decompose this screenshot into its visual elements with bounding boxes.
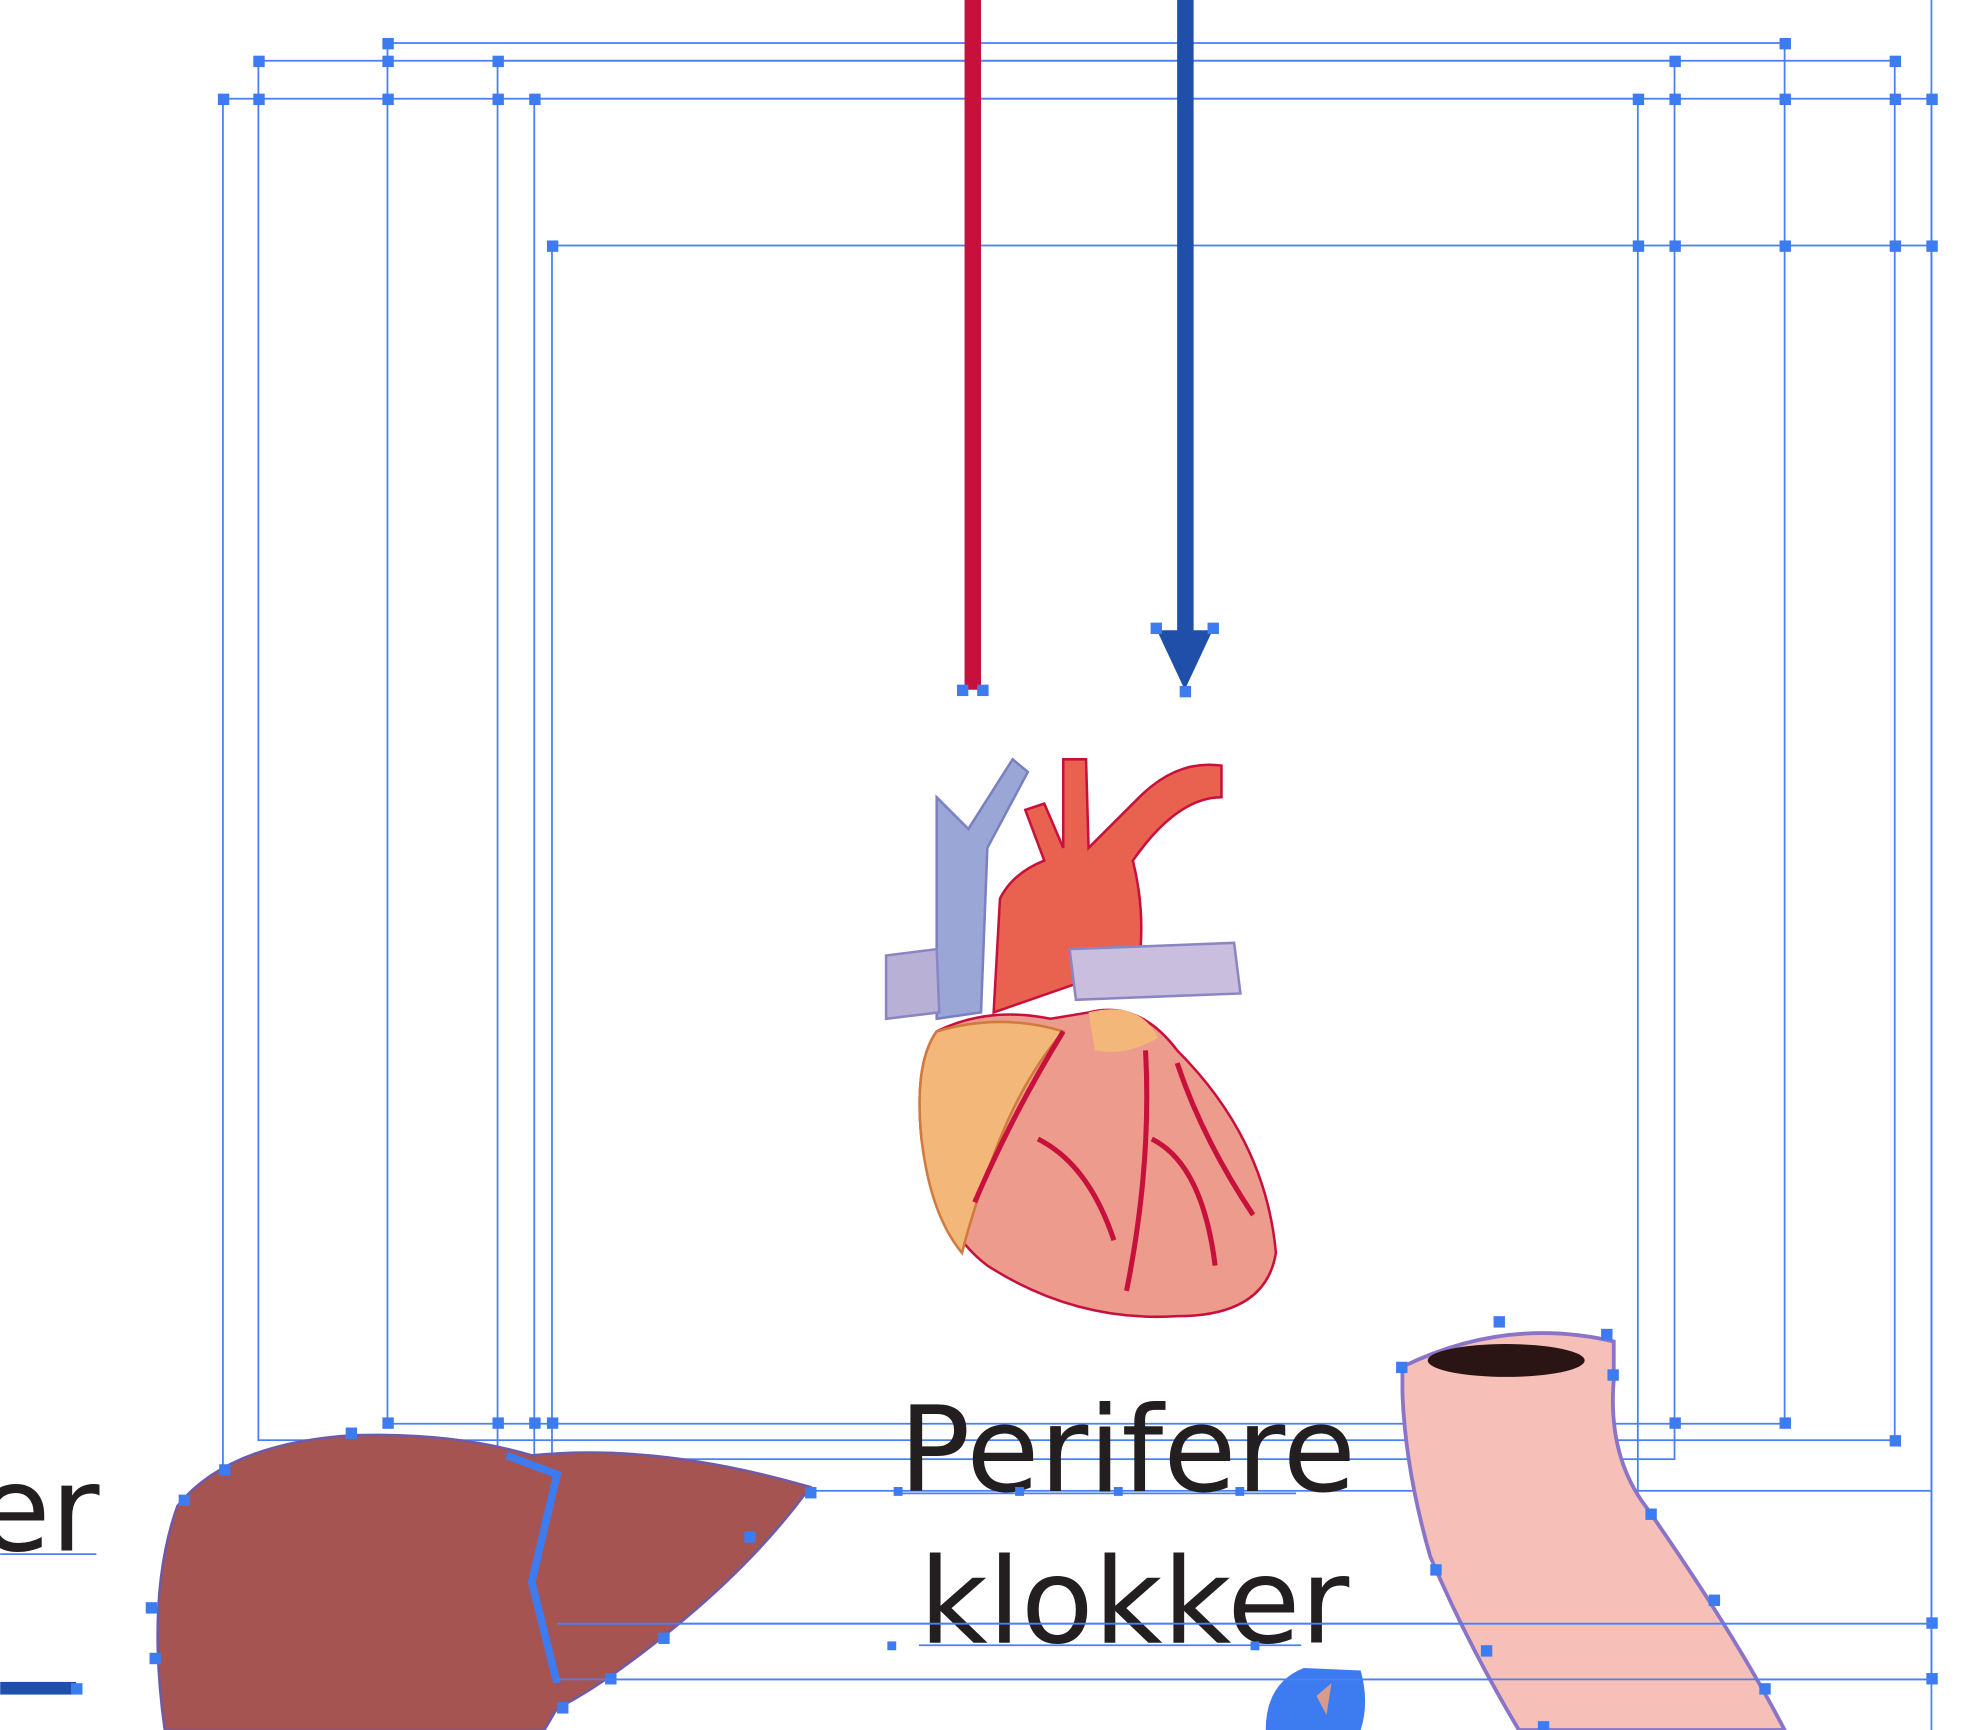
title-line-2: klokker (919, 1534, 1349, 1672)
red-line[interactable] (956, 0, 989, 697)
text-perifere-klokker[interactable]: Perifere klokker (557, 1382, 1932, 1681)
liver-illustration[interactable] (145, 1427, 817, 1730)
left-partial-label: er (0, 1441, 100, 1579)
text-left-partial[interactable]: er (0, 1441, 100, 1579)
selection-guides (217, 0, 1938, 1730)
heart-illustration[interactable] (884, 757, 1278, 1318)
left-blue-line[interactable] (0, 1681, 83, 1695)
title-line-1: Perifere (899, 1382, 1356, 1520)
small-selected-object[interactable] (1265, 1667, 1366, 1730)
blue-arrow[interactable] (1150, 0, 1219, 698)
intestine-illustration[interactable] (1396, 1316, 1787, 1730)
